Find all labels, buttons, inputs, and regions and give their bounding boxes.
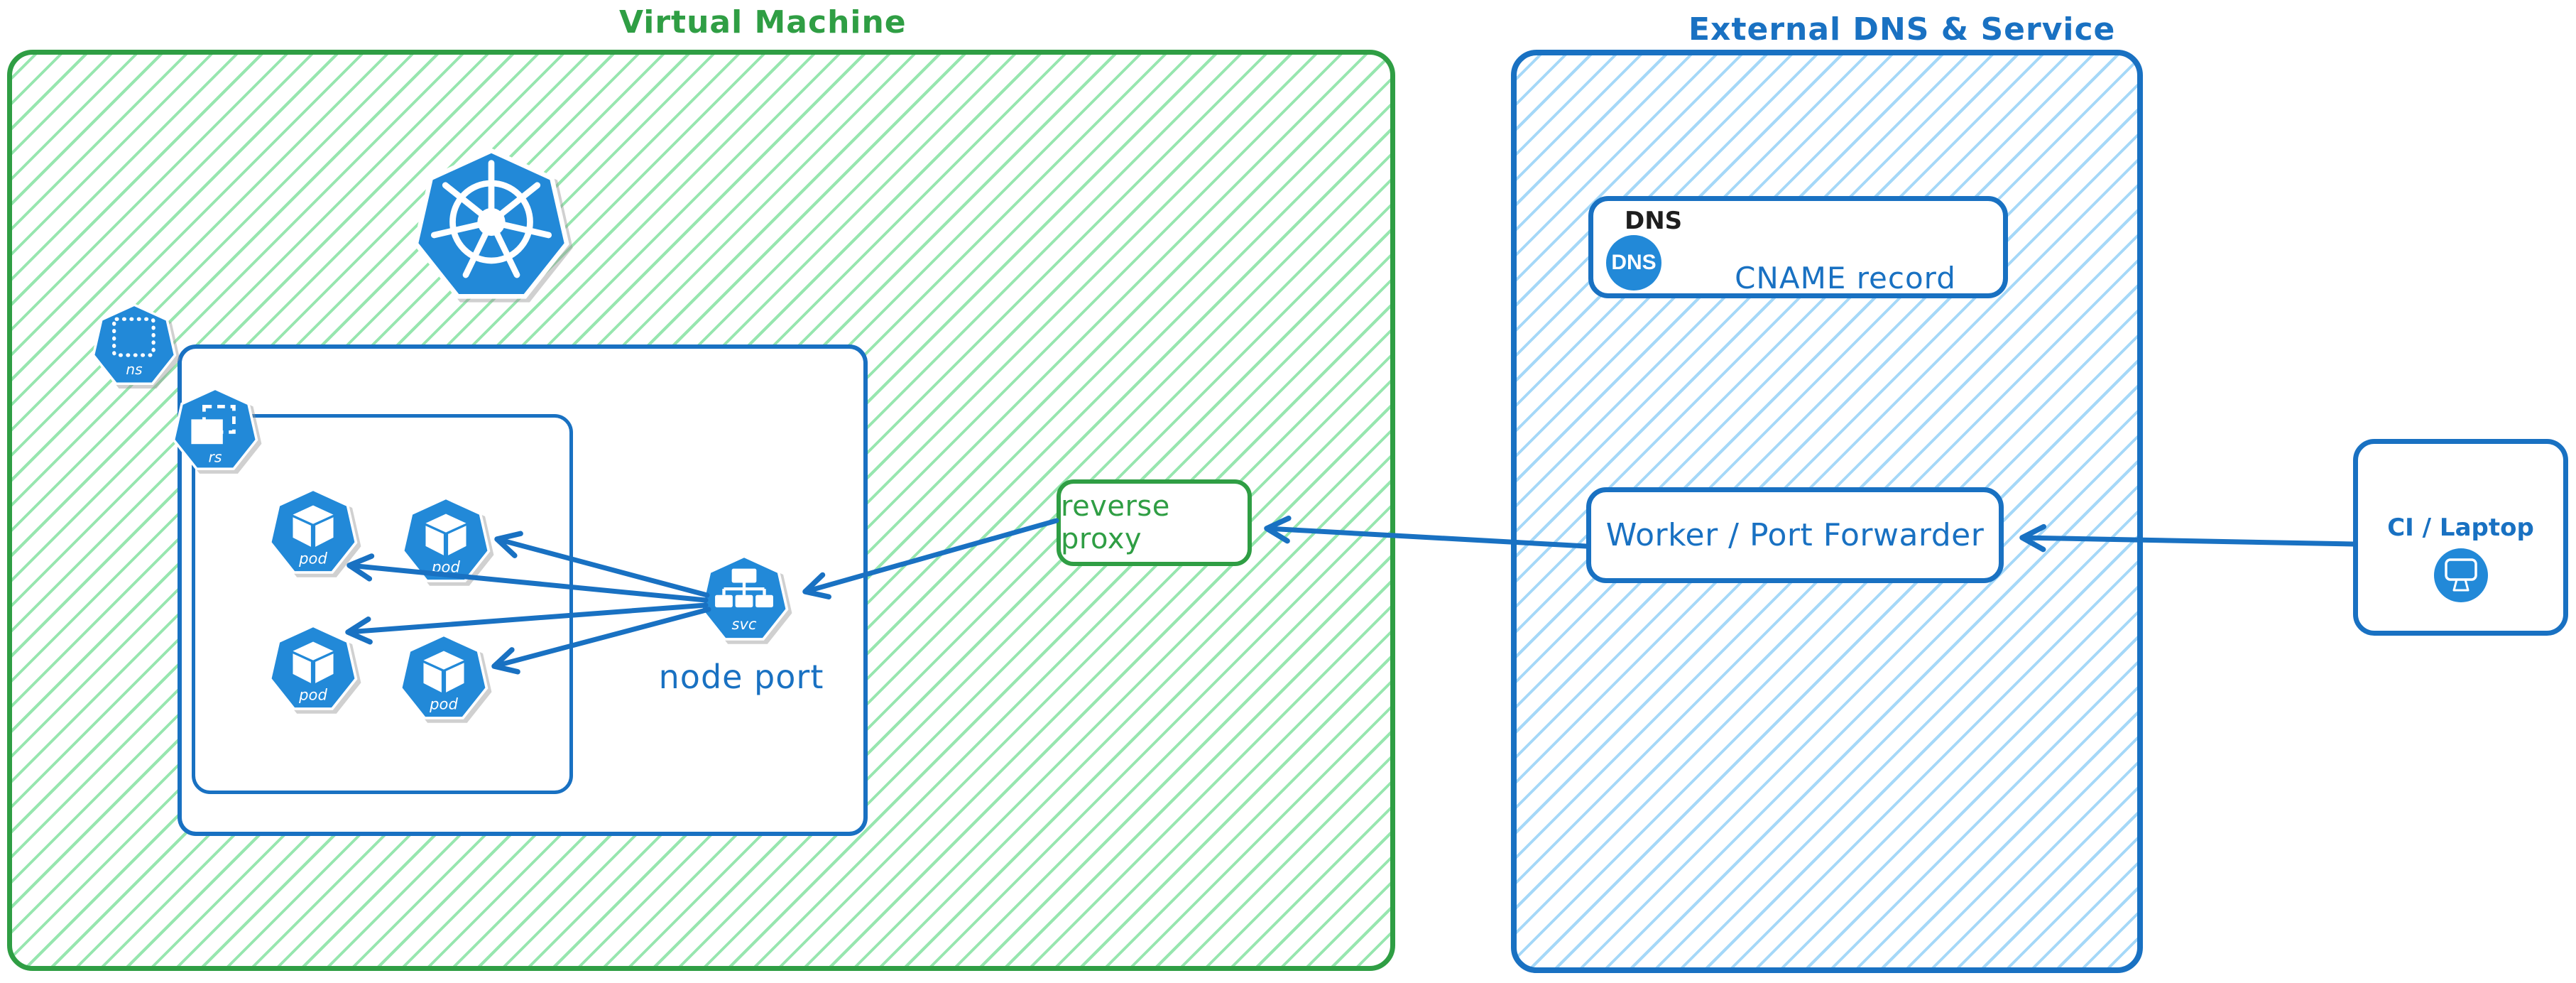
dns-badge-label: DNS <box>1611 251 1657 274</box>
pod-badge-label: pod <box>298 685 327 703</box>
pod-badge-label: pod <box>431 558 460 575</box>
ci-laptop-box: CI / Laptop <box>2353 439 2568 636</box>
pod-badge-label: pod <box>298 549 327 567</box>
reverse-proxy-box: reverse proxy <box>1057 479 1252 566</box>
virtual-machine-title: Virtual Machine <box>619 4 907 40</box>
replicaset-badge-label: rs <box>208 448 222 465</box>
service-badge-label: svc <box>731 615 756 633</box>
external-dns-service-title: External DNS & Service <box>1688 11 2116 48</box>
worker-port-forwarder-box: Worker / Port Forwarder <box>1586 487 2004 583</box>
pod-icon-1: pod <box>268 488 358 574</box>
replicaset-icon: rs <box>172 387 258 470</box>
pod-icon-3: pod <box>268 624 358 710</box>
dns-card: DNS DNS CNAME record <box>1588 196 2008 298</box>
dns-card-header: DNS <box>1625 207 1683 235</box>
ci-laptop-label: CI / Laptop <box>2387 514 2534 542</box>
node-port-label: node port <box>658 658 824 696</box>
dns-badge-icon: DNS <box>1606 235 1661 290</box>
kubernetes-logo-icon <box>414 149 569 304</box>
namespace-badge-label: ns <box>126 361 143 378</box>
namespace-icon: ns <box>92 303 177 385</box>
monitor-icon <box>2433 548 2488 602</box>
worker-port-forwarder-label: Worker / Port Forwarder <box>1605 517 1985 553</box>
cname-record-label: CNAME record <box>1735 261 1956 295</box>
pod-icon-4: pod <box>399 634 489 719</box>
pod-badge-label: pod <box>429 695 458 712</box>
pod-icon-2: pod <box>401 496 491 582</box>
service-icon: svc <box>699 555 789 641</box>
reverse-proxy-label: reverse proxy <box>1061 490 1170 555</box>
